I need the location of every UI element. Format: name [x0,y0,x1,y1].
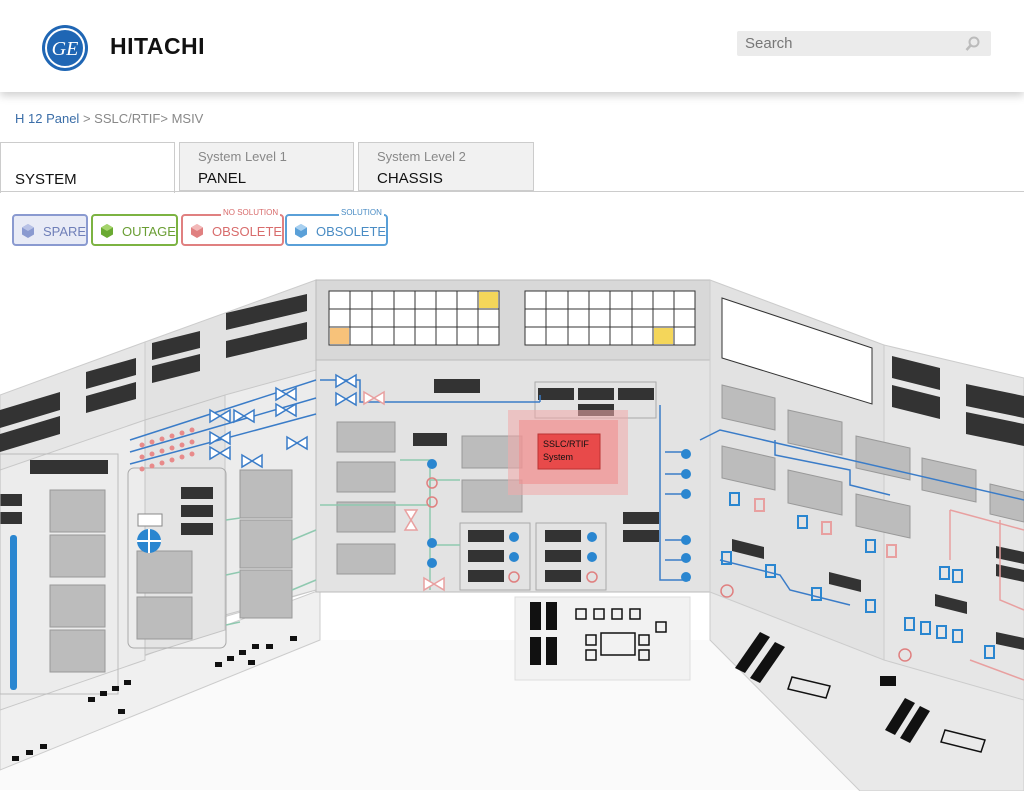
alarm-cell-highlight [479,292,498,308]
digital-counters [0,379,1024,650]
tab-panel-sublabel: System Level 1 [198,149,287,164]
legend-spare-label: SPARE [43,224,87,239]
panel-displays-right [892,356,1024,446]
brand-name: HITACHI [110,33,206,59]
tab-divider [0,191,1024,192]
legend-obsolete-solution-label: OBSOLETE [316,224,387,239]
panel-displays-left [0,294,307,474]
cube-icon [22,224,34,238]
cube-icon [191,224,203,238]
gauge-label-box [137,513,163,527]
site-header: GE HITACHI [0,0,1024,92]
legend-obsolete-solution[interactable]: SOLUTION OBSOLETE [285,208,388,246]
sslc-rtif-sublabel: System [543,452,573,462]
search-box[interactable] [737,31,991,56]
valve-icons-red [363,390,445,592]
sub-panel-a [459,522,531,591]
cube-icon [101,224,113,238]
breadcrumb-root-link[interactable]: H 12 Panel [15,111,80,126]
tab-system[interactable]: SYSTEM [0,142,175,193]
valve-icons [209,373,357,469]
small-red-indicators [139,427,195,472]
sslc-rtif-system-button[interactable] [537,433,601,470]
ge-logo-text: GE [52,38,79,60]
h-component-icons [721,492,995,659]
ge-logo-icon[interactable]: GE [41,24,89,72]
tab-chassis[interactable]: System Level 2 CHASSIS [358,142,534,191]
level-slider[interactable] [10,535,17,690]
legend-outage[interactable]: OUTAGE [91,214,178,246]
tab-system-label: SYSTEM [15,171,77,188]
cube-icon [295,224,307,238]
h-component-icons-red [754,498,897,558]
search-icon[interactable] [965,36,981,52]
desk-buttons [12,602,930,761]
legend-obsolete-no-solution-label: OBSOLETE [212,224,283,239]
alarm-grid-center-lines [525,291,695,345]
desk-switches [575,608,986,753]
alarm-cell-highlight [654,328,673,344]
sub-panel-b [535,522,607,591]
tab-chassis-sublabel: System Level 2 [377,149,466,164]
alarm-grid-right [721,297,873,405]
pump-drop-icons [427,449,691,582]
red-pipes [949,509,1024,681]
level-tabs: SYSTEM System Level 1 PANEL System Level… [0,142,1024,193]
search-input[interactable] [737,31,973,56]
legend-no-solution-tag: NO SOLUTION [221,208,281,217]
pump-drop-icons-red [426,477,912,662]
sslc-rtif-label: SSLC/RTIF [543,439,589,449]
alarm-grid-left-lines [329,291,499,345]
meter-windows [49,384,1024,673]
breadcrumb-trail: > SSLC/RTIF> MSIV [79,111,204,126]
alarm-grid-left [328,290,500,346]
legend-spare[interactable]: SPARE [12,214,88,246]
tab-panel[interactable]: System Level 1 PANEL [179,142,354,191]
alarm-cell-highlight [330,328,349,344]
left-rack-frame [0,453,119,695]
legend-outage-label: OUTAGE [122,224,176,239]
breadcrumb: H 12 Panel > SSLC/RTIF> MSIV [15,111,203,126]
tab-panel-label: PANEL [198,170,247,187]
legend-solution-tag: SOLUTION [339,208,384,217]
legend-obsolete-no-solution[interactable]: NO SOLUTION OBSOLETE [181,208,284,246]
control-room-panel: SSLC/RTIF System [0,279,1024,791]
left-cabinet-frame [127,467,227,649]
gauge-crosshair [137,529,161,553]
tab-chassis-label: CHASSIS [377,170,443,187]
